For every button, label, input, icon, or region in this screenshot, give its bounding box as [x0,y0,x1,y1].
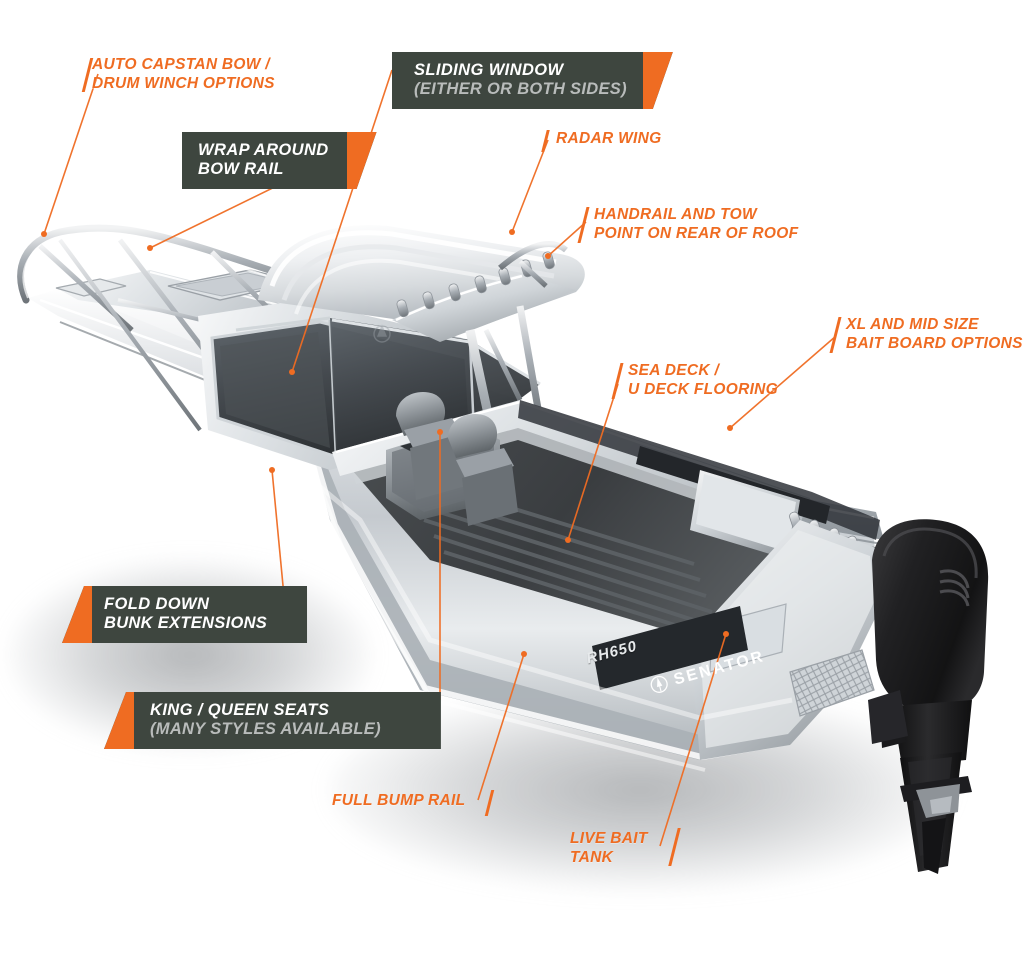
callout-line-1: SLIDING WINDOW [414,61,564,79]
callout-sea-deck-flooring[interactable]: SEA DECK / U DECK FLOORING [611,362,778,399]
callout-auto-capstan-text: AUTO CAPSTAN BOW / DRUM WINCH OPTIONS [92,56,275,93]
callout-line-2: BOW RAIL [198,160,284,178]
compass-star-icon [650,675,668,693]
callout-sliding-window[interactable]: SLIDING WINDOW (EITHER OR BOTH SIDES) [392,52,673,109]
callout-panel: SLIDING WINDOW (EITHER OR BOTH SIDES) [392,52,673,109]
callout-handrail-tow-point[interactable]: HANDRAIL AND TOW POINT ON REAR OF ROOF [577,206,798,243]
callout-line-2: BAIT BOARD OPTIONS [846,334,1023,352]
callout-line-1: FOLD DOWN [104,595,210,613]
callout-king-queen-seats[interactable]: KING / QUEEN SEATS (MANY STYLES AVAILABL… [104,692,441,749]
callout-line-2: (EITHER OR BOTH SIDES) [414,80,627,98]
callout-line-1: AUTO CAPSTAN BOW / [92,56,270,73]
callout-line-1: KING / QUEEN SEATS [150,701,330,719]
callout-line-2: TANK [570,848,614,866]
callout-radar-wing[interactable]: RADAR WING [541,130,661,152]
callout-line-1: LIVE BAIT [570,830,648,847]
callout-line-2: DRUM WINCH OPTIONS [92,74,275,92]
callout-panel: KING / QUEEN SEATS (MANY STYLES AVAILABL… [104,692,441,749]
callout-wrap-around-bow-rail[interactable]: WRAP AROUND BOW RAIL [182,132,377,189]
callout-line-1: RADAR WING [556,130,662,147]
callout-bait-board-options[interactable]: XL AND MID SIZE BAIT BOARD OPTIONS [829,316,1023,353]
callout-line-1: SEA DECK / [628,362,720,379]
callout-bump-rail-text: FULL BUMP RAIL [332,792,465,811]
callout-live-bait-text: LIVE BAIT TANK [570,830,648,867]
callout-panel: WRAP AROUND BOW RAIL [182,132,377,189]
callout-panel: FOLD DOWN BUNK EXTENSIONS [62,586,308,643]
callout-live-bait-tank[interactable]: LIVE BAIT TANK [570,828,681,867]
callout-line-1: WRAP AROUND [198,141,329,159]
callout-line-1: HANDRAIL AND TOW [594,206,757,223]
callout-line-2: U DECK FLOORING [628,380,779,398]
accent-bar [643,52,673,109]
accent-bar [347,132,377,189]
callout-line-2: POINT ON REAR OF ROOF [594,224,799,242]
callout-auto-capstan[interactable]: AUTO CAPSTAN BOW / DRUM WINCH OPTIONS [81,56,275,93]
callout-line-2: BUNK EXTENSIONS [104,614,268,632]
callout-sea-deck-text: SEA DECK / U DECK FLOORING [628,362,778,399]
brand-badge: SENATOR [648,647,767,696]
callout-full-bump-rail[interactable]: FULL BUMP RAIL [332,790,495,816]
callout-fold-down-bunk-extensions[interactable]: FOLD DOWN BUNK EXTENSIONS [62,586,308,643]
accent-bar [62,586,92,643]
callout-radar-wing-text: RADAR WING [556,130,661,149]
callout-bait-board-text: XL AND MID SIZE BAIT BOARD OPTIONS [846,316,1023,353]
callout-line-2: (MANY STYLES AVAILABLE) [150,720,381,738]
callout-line-1: FULL BUMP RAIL [332,792,466,809]
accent-bar [104,692,134,749]
callout-handrail-text: HANDRAIL AND TOW POINT ON REAR OF ROOF [594,206,798,243]
callout-line-1: XL AND MID SIZE [846,316,979,333]
